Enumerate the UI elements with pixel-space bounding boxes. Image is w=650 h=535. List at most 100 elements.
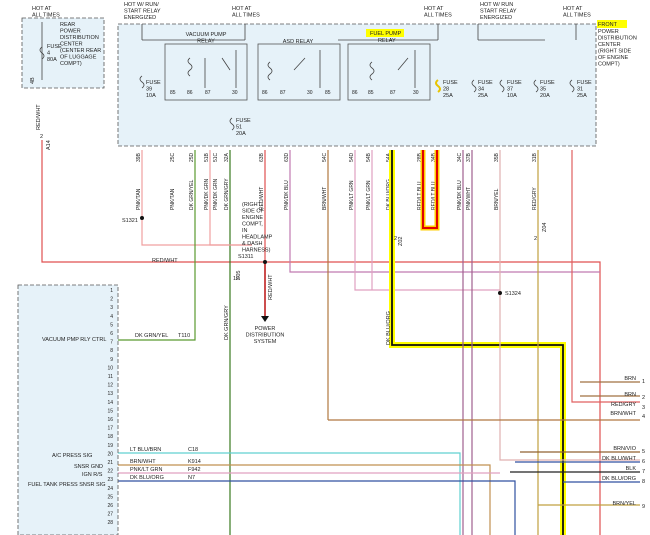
connector-pin-25d: 25D <box>189 152 195 162</box>
asd-pin-85: 85 <box>325 90 331 96</box>
right-wire-6: DK BLU/WHT <box>602 456 637 462</box>
rear-pin-2: 2 <box>40 134 43 140</box>
svg-text:S1321: S1321 <box>122 218 138 224</box>
ecm-pin-4: 4 <box>110 314 113 320</box>
splice-s1324: S1324 <box>498 291 521 297</box>
wire-color-label: PNK/DK BLU <box>457 180 463 210</box>
connector-pin-39b: 39B <box>136 152 142 162</box>
connector-pin-31b: 31B <box>532 152 538 162</box>
right-pin-1: 1 <box>642 379 645 385</box>
svg-text:S1311: S1311 <box>238 254 254 260</box>
connector-pin-63d: 63D <box>284 152 290 162</box>
rear-pin-4b: 4B <box>30 77 36 84</box>
ecm-pin-5: 5 <box>110 322 113 328</box>
pin-2-a: 2 <box>394 236 397 242</box>
ecm-pin-15: 15 <box>107 408 113 414</box>
ecm-pin-6: 6 <box>110 331 113 337</box>
dk-grn-gry-vertical: DK GRN/GRY <box>224 305 230 340</box>
ecm-pin-24: 24 <box>107 486 113 492</box>
svg-text:PNK/LT GRN: PNK/LT GRN <box>130 467 163 473</box>
connector-pin-35b: 35B <box>494 152 500 162</box>
connector-pin-34c: 34C <box>457 152 463 162</box>
ecm-pin-17: 17 <box>107 426 113 432</box>
wire-color-label: DK GRN/YEL <box>189 179 195 210</box>
right-pin-5: 5 <box>642 449 645 455</box>
wire-color-label: PNK/DK GRN <box>204 178 210 210</box>
power-bus <box>141 24 577 41</box>
circuit-z04: Z04 <box>542 223 548 232</box>
vac-pin-85: 85 <box>170 90 176 96</box>
wire-color-label: PNK/WHT <box>466 187 472 210</box>
ecm-pin-26: 26 <box>107 503 113 509</box>
ecm-pin-1: 1 <box>110 288 113 294</box>
svg-text:SNSR GND: SNSR GND <box>74 464 103 470</box>
wire-color-label: BRN/YEL <box>494 188 500 210</box>
right-wire-8: DK BLU/ORG <box>602 476 636 482</box>
wire-color-label: PNK/TAN <box>170 188 176 210</box>
svg-text:IGN R/S: IGN R/S <box>82 472 103 478</box>
wire-color-labels: PNK/TAN PNK/TAN DK GRN/YEL PNK/DK GRN PNK/DK… <box>136 178 538 210</box>
ecm-pin-8: 8 <box>110 348 113 354</box>
rear-pdc-box <box>21 17 105 89</box>
fuel-pin-86: 86 <box>352 90 358 96</box>
wire-color-label: RED/WHT <box>259 187 265 210</box>
wire-color-label: RED/LT BLU <box>431 181 437 210</box>
svg-text:LT BLU/BRN: LT BLU/BRN <box>130 447 161 453</box>
ecm-pin-21: 21 <box>107 460 113 466</box>
connector-pin-51b: 51B <box>204 152 210 162</box>
right-wire-1: BRN <box>624 376 636 382</box>
svg-text:FRONT: FRONT <box>598 22 618 28</box>
wire-color-label: PNK/TAN <box>136 188 142 210</box>
ecm-fuel-tank-press: FUEL TANK PRESS SNSR SIG DK BLU/ORG N7 <box>28 475 195 488</box>
fuel-pin-87: 87 <box>390 90 396 96</box>
ecm-snsr-gnd: SNSR GND BRN/WHT K914 <box>74 459 201 470</box>
ecm-pin-27: 27 <box>107 512 113 518</box>
ecm-pin-9: 9 <box>110 357 113 363</box>
wires <box>41 140 640 535</box>
asd-relay: ASD RELAY <box>257 39 341 101</box>
pin-12-label: 12 <box>233 276 239 282</box>
svg-text:BRN/WHT: BRN/WHT <box>130 459 156 465</box>
svg-text:ASD RELAY: ASD RELAY <box>283 39 314 45</box>
svg-text:T110: T110 <box>178 333 190 339</box>
svg-text:C18: C18 <box>188 447 198 453</box>
ecm-pin-13: 13 <box>107 391 113 397</box>
fuel-pump-relay: FUEL PUMP RELAY <box>347 29 431 101</box>
svg-text:N7: N7 <box>188 475 195 481</box>
ecm-pin-2: 2 <box>110 297 113 303</box>
right-wire-3: RED/GRY <box>611 402 636 408</box>
vac-pin-30: 30 <box>232 90 238 96</box>
right-wire-5: BRN/VIO <box>613 446 636 452</box>
circuit-z02: Z02 <box>398 237 404 246</box>
svg-text:F942: F942 <box>188 467 201 473</box>
wire-color-label: RED/LT BLU <box>417 181 423 210</box>
connector-pin-32a: 32A <box>224 152 230 162</box>
fuel-pin-30: 30 <box>413 90 419 96</box>
wire-color-label: BRN/WHT <box>322 187 328 210</box>
right-wire-9: BRN/YEL <box>612 501 636 507</box>
ecm-pin-11: 11 <box>108 374 113 380</box>
circuit-z05: Z05 <box>236 271 242 280</box>
right-pin-3: 3 <box>642 405 645 411</box>
wire-color-label: PNK/LT GRN <box>349 180 355 210</box>
right-pin-4: 4 <box>642 414 645 420</box>
